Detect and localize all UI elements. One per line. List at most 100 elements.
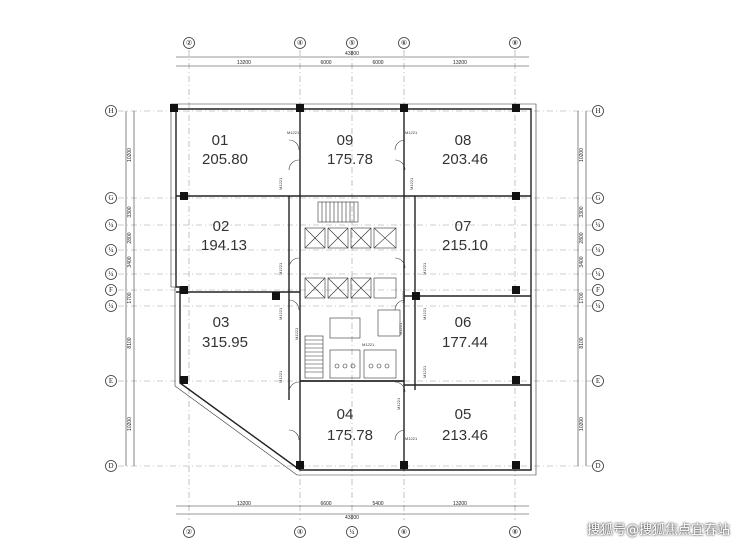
axis-label: ⑧	[512, 39, 518, 47]
top-dim-4: 13200	[453, 60, 467, 66]
unit-area: 215.10	[442, 237, 488, 254]
unit-number: 01	[212, 132, 229, 149]
unit-area: 213.46	[442, 427, 488, 444]
axis-label: H	[595, 107, 600, 115]
door-label: M1221	[405, 130, 418, 135]
axis-label: ¼	[349, 528, 354, 536]
axis-label: G	[595, 194, 600, 202]
axis-label: ¼	[595, 221, 600, 229]
bottom-dim-1: 13200	[237, 501, 251, 507]
vertical-axis-lines	[188, 50, 516, 520]
axis-label: ¼	[108, 270, 113, 278]
unit-number: 03	[213, 314, 230, 331]
axis-label: ⑤	[349, 39, 355, 47]
axis-label: ⑧	[512, 528, 518, 536]
unit-area: 194.13	[201, 237, 247, 254]
axis-label: ¼	[108, 246, 113, 254]
unit-01: 01 205.80	[202, 132, 248, 168]
door-label: M1221	[278, 370, 283, 383]
top-dimensions: 43800 13200 6000 6000 13200	[176, 51, 529, 67]
axis-bubbles-bottom: ② ④ ¼ ⑥ ⑧	[183, 526, 521, 538]
axis-label: ⑥	[401, 39, 407, 47]
axis-label: D	[108, 462, 113, 470]
right-dim-6: 8100	[579, 337, 585, 348]
door-label: M1221	[396, 397, 401, 410]
axis-bubbles-right: H G ¼ ¼ ¼ F ¼ E D	[592, 105, 604, 472]
bottom-dimensions: 13200 6600 5400 13200 43800	[176, 501, 529, 521]
unit-05: 05 213.46	[442, 406, 488, 444]
left-dim-4: 3400	[127, 256, 133, 267]
door-swings	[288, 139, 406, 441]
bottom-total-dim: 43800	[345, 515, 359, 521]
watermark: 搜狐号@搜狐焦点宜春站	[586, 523, 730, 538]
left-dim-7: 10200	[127, 417, 133, 431]
axis-bubbles-left: H G ¼ ¼ ¼ F ¼ E D	[105, 105, 117, 472]
right-dim-1: 10200	[579, 148, 585, 162]
unit-number: 08	[455, 132, 472, 149]
door-label: M1221	[278, 177, 283, 190]
bottom-dim-2: 6600	[320, 501, 331, 507]
left-dim-5: 1700	[127, 292, 133, 303]
axis-label: F	[109, 286, 113, 294]
axis-label: H	[108, 107, 113, 115]
right-dim-4: 3400	[579, 256, 585, 267]
right-dim-7: 10200	[579, 417, 585, 431]
right-dim-5: 1700	[579, 292, 585, 303]
bottom-dim-3: 5400	[372, 501, 383, 507]
door-label: M1221	[405, 436, 418, 441]
right-dimensions: 10200 3300 2800 3400 1700 8100 10200	[577, 111, 587, 466]
axis-label: ④	[297, 39, 303, 47]
right-dim-3: 2800	[579, 232, 585, 243]
unit-area: 177.44	[442, 334, 488, 351]
door-labels: M1221 M1221 M1221 M1221 M1221 M1221 M122…	[278, 130, 427, 441]
axis-label: ¼	[595, 246, 600, 254]
axis-label: E	[109, 377, 113, 385]
left-dim-3: 2800	[127, 232, 133, 243]
door-label: M1221	[278, 262, 283, 275]
building-core	[299, 195, 405, 382]
unit-08: 08 203.46	[442, 132, 488, 168]
door-label: M1221	[287, 130, 300, 135]
left-dimensions: 10200 3300 2800 3400 1700 8100 10200	[125, 111, 135, 466]
door-label: M1221	[422, 262, 427, 275]
door-label: M1221	[422, 365, 427, 378]
axis-label: E	[596, 377, 600, 385]
axis-label: ¼	[108, 221, 113, 229]
unit-area: 203.46	[442, 151, 488, 168]
door-label: M1221	[422, 307, 427, 320]
axis-label: ¼	[595, 270, 600, 278]
axis-label: G	[108, 194, 113, 202]
top-dim-1: 13200	[237, 60, 251, 66]
unit-area: 175.78	[327, 151, 373, 168]
axis-label: ¼	[595, 302, 600, 310]
axis-label: ②	[186, 39, 192, 47]
door-label: M1221	[362, 342, 375, 347]
unit-area: 315.95	[202, 334, 248, 351]
bottom-dim-4: 13200	[453, 501, 467, 507]
unit-number: 06	[455, 314, 472, 331]
top-dim-2: 6000	[320, 60, 331, 66]
axis-label: ⑥	[401, 528, 407, 536]
top-total-dim: 43800	[345, 51, 359, 57]
axis-bubbles-top: ② ④ ⑤ ⑥ ⑧	[183, 37, 521, 49]
right-dim-2: 3300	[579, 206, 585, 217]
unit-number: 05	[455, 406, 472, 423]
left-dim-2: 3300	[127, 206, 133, 217]
left-dim-1: 10200	[127, 148, 133, 162]
axis-label: ②	[186, 528, 192, 536]
door-label: M1221	[401, 290, 406, 303]
structural-columns	[170, 104, 520, 469]
axis-label: ¼	[108, 302, 113, 310]
axis-label: F	[596, 286, 600, 294]
unit-06: 06 177.44	[442, 314, 488, 351]
unit-area: 205.80	[202, 151, 248, 168]
unit-number: 09	[337, 132, 354, 149]
door-label: M1221	[294, 327, 299, 340]
unit-number: 02	[213, 218, 230, 235]
unit-03: 03 315.95	[202, 314, 248, 351]
door-label: M1221	[398, 322, 403, 335]
left-dim-6: 8100	[127, 337, 133, 348]
unit-09: 09 175.78	[327, 132, 373, 168]
door-label: M1221	[409, 177, 414, 190]
